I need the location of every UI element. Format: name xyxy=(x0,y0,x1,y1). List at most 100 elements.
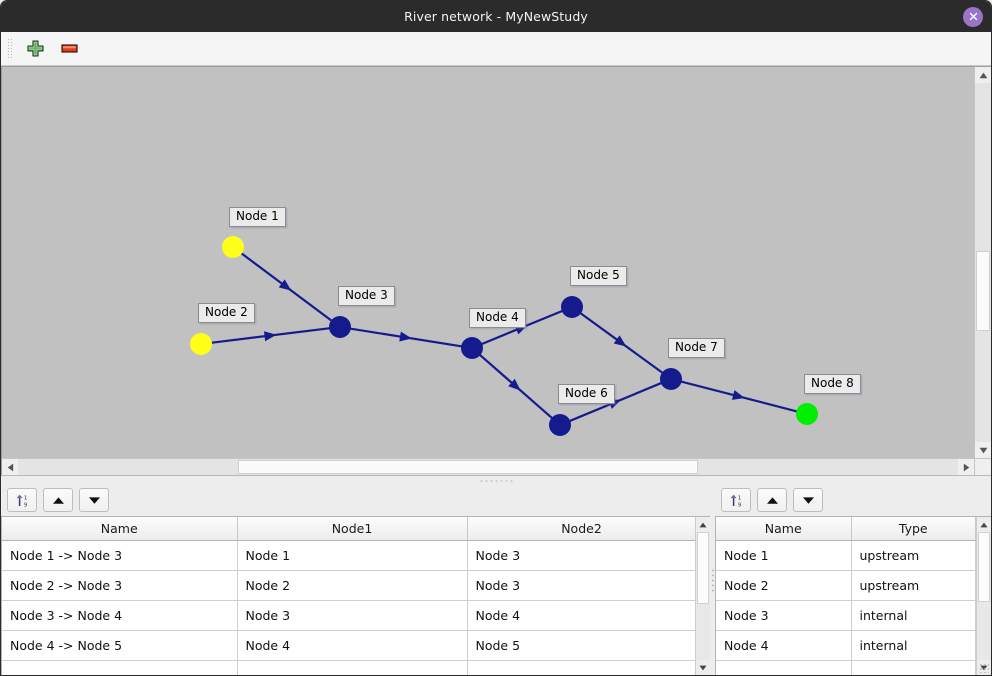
reaches-cell[interactable]: Node 2 xyxy=(237,570,468,601)
reaches-cell[interactable]: Node 4 xyxy=(467,600,695,631)
reaches-cell[interactable]: Node 2 -> Node 3 xyxy=(2,570,238,601)
graph-node-node6[interactable] xyxy=(549,414,571,436)
horizontal-splitter[interactable] xyxy=(1,475,991,484)
vertical-splitter[interactable] xyxy=(710,484,715,675)
resize-grip[interactable] xyxy=(979,663,989,673)
move-reach-up-button[interactable] xyxy=(43,488,73,512)
sort-reaches-button[interactable]: 1 9 xyxy=(7,488,37,512)
table-row-empty[interactable] xyxy=(2,660,695,675)
canvas-vscroll-track[interactable] xyxy=(975,83,991,442)
triangle-up-icon xyxy=(979,72,987,78)
graph-node-node8[interactable] xyxy=(796,403,818,425)
nodes-cell[interactable]: upstream xyxy=(851,570,976,601)
nodes-cell[interactable]: Node 4 xyxy=(716,630,852,661)
node-label-node4[interactable]: Node 4 xyxy=(469,308,526,329)
nodes-cell-empty[interactable] xyxy=(851,660,976,675)
graph-node-node3[interactable] xyxy=(329,316,351,338)
reaches-column-header-node2[interactable]: Node2 xyxy=(467,517,695,541)
bottom-panels: 1 9 xyxy=(1,484,991,675)
reaches-column-header-name[interactable]: Name xyxy=(2,517,238,541)
triangle-left-icon xyxy=(7,463,13,471)
graph-node-node2[interactable] xyxy=(190,333,212,355)
node-label-node8[interactable]: Node 8 xyxy=(804,374,861,395)
node-label-node5[interactable]: Node 5 xyxy=(570,266,627,287)
reaches-vscroll-thumb[interactable] xyxy=(697,532,709,604)
node-label-node2[interactable]: Node 2 xyxy=(198,303,255,324)
nodes-cell[interactable]: Node 3 xyxy=(716,600,852,631)
nodes-cell[interactable]: Node 2 xyxy=(716,570,852,601)
canvas-hscroll-thumb[interactable] xyxy=(238,460,698,474)
nodes-scroll-up-button[interactable] xyxy=(977,517,991,532)
add-node-button[interactable] xyxy=(21,36,49,62)
reaches-column-header-node1[interactable]: Node1 xyxy=(237,517,468,541)
reaches-cell[interactable]: Node 3 xyxy=(237,600,468,631)
scroll-right-button[interactable] xyxy=(958,459,974,475)
sort-nodes-button[interactable]: 1 9 xyxy=(721,488,751,512)
reaches-cell[interactable]: Node 3 xyxy=(467,570,695,601)
delete-node-button[interactable] xyxy=(55,36,83,62)
vertical-splitter-grip xyxy=(711,567,714,592)
scroll-up-button[interactable] xyxy=(975,67,991,83)
graph-node-node5[interactable] xyxy=(561,296,583,318)
canvas-hscroll-track[interactable] xyxy=(18,459,958,475)
reaches-cell-empty[interactable] xyxy=(467,660,695,675)
nodes-vscroll-track[interactable] xyxy=(977,532,991,660)
reaches-cell[interactable]: Node 3 -> Node 4 xyxy=(2,600,238,631)
edge-arrowhead-icon xyxy=(263,331,277,342)
reaches-vscroll-track[interactable] xyxy=(696,532,710,660)
nodes-cell[interactable]: upstream xyxy=(851,540,976,571)
scroll-down-button[interactable] xyxy=(975,442,991,458)
scroll-left-button[interactable] xyxy=(2,459,18,475)
graph-node-node1[interactable] xyxy=(222,236,244,258)
network-canvas[interactable]: Node 1 Node 2 Node 3 Node 4 Node 5 Node 6 Node… xyxy=(1,66,974,458)
node-label-node7[interactable]: Node 7 xyxy=(668,338,725,359)
canvas-vscroll-thumb[interactable] xyxy=(976,251,990,331)
nodes-vscroll-thumb[interactable] xyxy=(978,532,990,602)
nodes-cell[interactable]: internal xyxy=(851,630,976,661)
reaches-cell[interactable]: Node 3 xyxy=(467,540,695,571)
canvas-horizontal-scrollbar[interactable] xyxy=(1,458,974,475)
nodes-column-header-type[interactable]: Type xyxy=(851,517,976,541)
reaches-cell[interactable]: Node 5 xyxy=(467,630,695,661)
nodes-cell[interactable]: Node 1 xyxy=(716,540,852,571)
nodes-group xyxy=(190,236,818,436)
network-graph xyxy=(190,236,818,436)
nodes-vertical-scrollbar[interactable] xyxy=(976,517,991,675)
move-node-up-button[interactable] xyxy=(757,488,787,512)
reaches-cell[interactable]: Node 4 -> Node 5 xyxy=(2,630,238,661)
reaches-cell[interactable]: Node 1 -> Node 3 xyxy=(2,540,238,571)
reaches-scroll-up-button[interactable] xyxy=(696,517,710,532)
node-label-node1[interactable]: Node 1 xyxy=(229,207,286,228)
nodes-cell[interactable]: internal xyxy=(851,600,976,631)
canvas-vertical-scrollbar[interactable] xyxy=(974,66,991,458)
toolbar-drag-handle[interactable] xyxy=(7,37,13,60)
svg-text:9: 9 xyxy=(24,502,27,508)
reaches-cell-empty[interactable] xyxy=(2,660,238,675)
table-row-empty[interactable] xyxy=(716,660,976,675)
node-label-node6[interactable]: Node 6 xyxy=(558,384,615,405)
reaches-cell-empty[interactable] xyxy=(237,660,468,675)
triangle-down-icon xyxy=(699,665,707,670)
nodes-column-header-name[interactable]: Name xyxy=(716,517,852,541)
move-reach-down-button[interactable] xyxy=(79,488,109,512)
move-node-down-button[interactable] xyxy=(793,488,823,512)
nodes-cell-empty[interactable] xyxy=(716,660,852,675)
reaches-cell[interactable]: Node 4 xyxy=(237,630,468,661)
node-label-node3[interactable]: Node 3 xyxy=(338,286,395,307)
close-window-button[interactable] xyxy=(963,6,983,27)
graph-node-node4[interactable] xyxy=(461,337,483,359)
reaches-scroll-down-button[interactable] xyxy=(696,660,710,675)
graph-node-node7[interactable] xyxy=(660,368,682,390)
reaches-vertical-scrollbar[interactable] xyxy=(695,517,710,675)
reaches-cell[interactable]: Node 1 xyxy=(237,540,468,571)
